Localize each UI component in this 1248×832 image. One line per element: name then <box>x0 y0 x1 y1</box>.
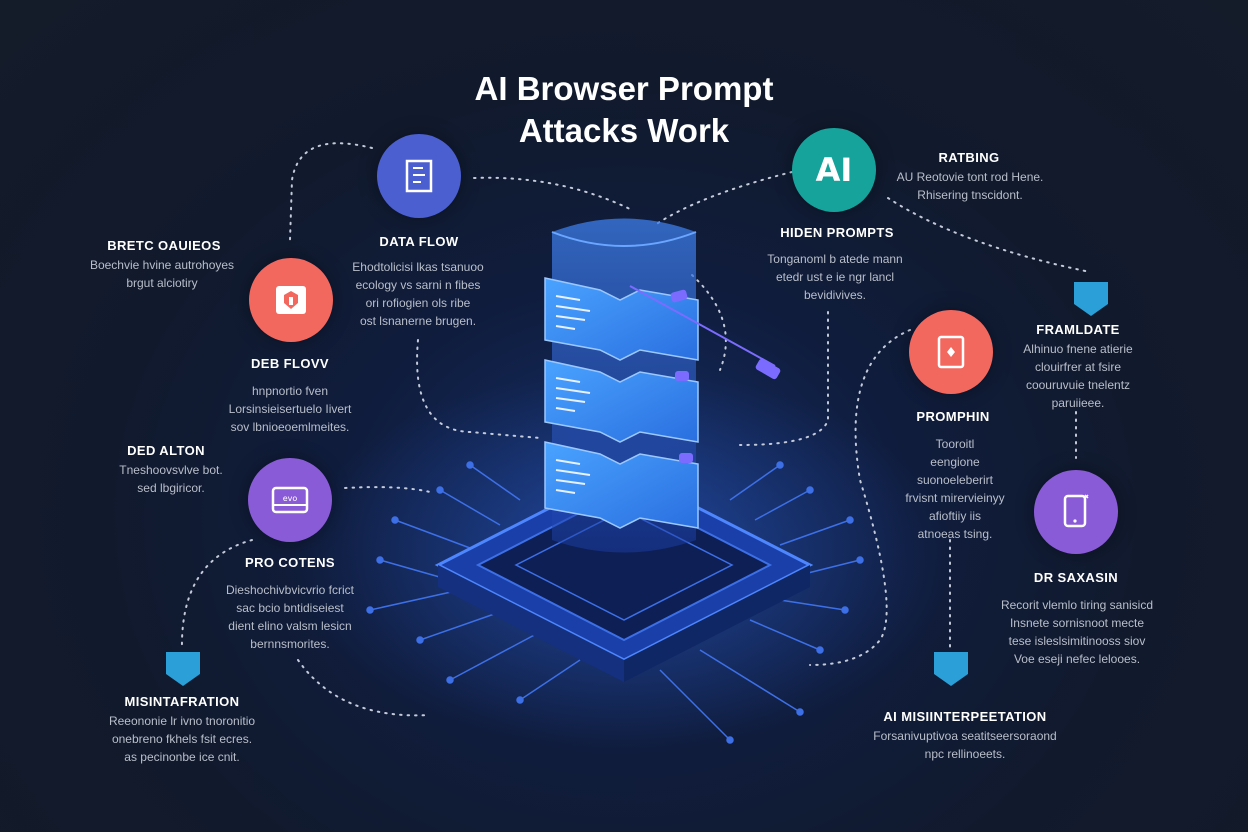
title-line-1: AI Browser Prompt <box>474 70 774 107</box>
pro-cotens-label: PRO COTENS <box>245 555 335 570</box>
description-line: atnoeas tsing. <box>917 527 993 541</box>
rating-desc: AU Reotovie tont rod Hene. Rhisering tnsc… <box>897 168 1044 204</box>
description-line: AU Reotovie tont rod Hene. <box>896 170 1044 184</box>
dotted-connectors <box>180 142 1091 717</box>
description-line: Reeononie lr ivno tnoronitio <box>108 714 256 728</box>
diagram-title: AI Browser Prompt Attacks Work <box>0 68 1248 152</box>
description-line: Voe eseji nefec lelooes. <box>1013 652 1141 666</box>
hidden-prompts-label: HIDEN PROMPTS <box>780 225 894 240</box>
bretc-label: BRETC OAUIEOS <box>107 238 221 253</box>
ded-alton-desc: Tneshoovsvlve bot. sed lbgiricor. <box>119 461 222 497</box>
description-line: ost lsnanerne brugen. <box>359 314 477 328</box>
description-line: paruiieee. <box>1051 396 1105 410</box>
description-line: bernnsmorites. <box>250 637 330 651</box>
promphin-label: PROMPHIN <box>916 409 990 424</box>
shield-icon <box>276 286 306 314</box>
description-line: npc rellinoeets. <box>924 747 1006 761</box>
promphin-desc: Tooroitl eengione suonoeleberirt frvisnt m… <box>905 435 1004 543</box>
description-line: sed lbgiricor. <box>137 481 205 495</box>
description-line: suonoeleberirt <box>916 473 994 487</box>
ai-misinterpretation-desc: Forsanivuptivoa seatitseersoraond npc rel… <box>873 727 1056 763</box>
hidden-prompts-node[interactable]: AI <box>792 128 876 212</box>
dr-saxasin-node[interactable] <box>1034 470 1118 554</box>
data-cards <box>544 277 781 529</box>
description-line: frvisnt mirervieinyy <box>905 491 1005 505</box>
description-line: sov lbnioeoemlmeites. <box>230 420 350 434</box>
framldate-desc: Alhinuo fnene atierie clouirfrer at fsire… <box>1023 340 1132 412</box>
description-line: Rhisering tnscidont. <box>917 188 1023 202</box>
description-line: Tooroitl <box>935 437 975 451</box>
description-line: Recorit vlemlo tiring sanisicd <box>1000 598 1154 612</box>
data-flow-label: DATA FLOW <box>379 234 459 249</box>
framldate-label: FRAMLDATE <box>1036 322 1120 337</box>
title-line-2: Attacks Work <box>518 112 730 149</box>
description-line: Tneshoovsvlve bot. <box>119 463 223 477</box>
shield-marker-icon <box>1074 282 1108 316</box>
shield-marker-icon <box>934 652 968 686</box>
pro-cotens-desc: Dieshochivbvicvrio fcrict sac bcio bntidi… <box>226 581 354 653</box>
description-line: as pecinonbe ice cnit. <box>124 750 240 764</box>
description-line: eengione <box>930 455 980 469</box>
description-line: ori rofiogien ols ribe <box>365 296 471 310</box>
description-line: onebreno fkhels fsit ecres. <box>111 732 253 746</box>
description-line: hnpnortio fven <box>251 384 329 398</box>
ded-alton-label: DED ALTON <box>127 443 205 458</box>
deb-flow-label: DEB FLOVV <box>251 356 329 371</box>
document-icon <box>405 159 433 193</box>
description-line: Tonganoml b atede mann <box>767 252 903 266</box>
hidden-prompts-desc: Tonganoml b atede mann etedr ust e ie ngr… <box>767 250 902 304</box>
description-line: Boechvie hvine autrohoyes <box>89 258 235 272</box>
description-line: brgut alciotiry <box>126 276 198 290</box>
ai-misinterpretation-label: AI MISIINTERPEETATION <box>883 709 1047 724</box>
description-line: tese isleslsimitinooss siov <box>1008 634 1146 648</box>
rating-label: RATBING <box>938 150 1000 165</box>
browser-window-icon: evo <box>271 486 309 514</box>
circuit-traces <box>366 461 864 744</box>
description-line: clouirfrer at fsire <box>1034 360 1122 374</box>
shield-marker-icon <box>166 652 200 686</box>
misintafration-label: MISINTAFRATION <box>124 694 240 709</box>
pro-cotens-node[interactable]: evo <box>248 458 332 542</box>
description-line: Forsanivuptivoa seatitseersoraond <box>873 729 1057 743</box>
description-line: Lorsinsieisertuelo Iivert <box>228 402 352 416</box>
data-flow-desc: Ehodtolicisi lkas tsanuoo ecology vs sarn… <box>352 258 483 330</box>
file-alert-icon <box>937 335 965 369</box>
description-line: etedr ust e ie ngr lancl <box>775 270 895 284</box>
description-line: Ehodtolicisi lkas tsanuoo <box>352 260 484 274</box>
description-line: afioftiiy iis <box>928 509 982 523</box>
tablet-icon <box>1063 494 1089 528</box>
description-line: ecology vs sarni n fibes <box>355 278 481 292</box>
promphin-node[interactable] <box>909 310 993 394</box>
data-flow-node[interactable] <box>377 134 461 218</box>
description-line: Dieshochivbvicvrio fcrict <box>225 583 355 597</box>
deb-flow-node[interactable] <box>249 258 333 342</box>
ai-text-icon: AI <box>815 151 853 189</box>
description-line: sac bcio bntidiseiest <box>236 601 344 615</box>
description-line: Alhinuo fnene atierie <box>1023 342 1133 356</box>
misintafration-desc: Reeononie lr ivno tnoronitio onebreno fkh… <box>109 712 255 766</box>
description-line: coouruvuie tnelentz <box>1025 378 1131 392</box>
dr-saxasin-label: DR SAXASIN <box>1033 570 1119 585</box>
svg-text:evo: evo <box>283 494 298 503</box>
description-line: dient elino valsm lesicn <box>228 619 352 633</box>
description-line: Insnete sornisnoot mecte <box>1009 616 1145 630</box>
bretc-desc: Boechvie hvine autrohoyes brgut alciotiry <box>90 256 234 292</box>
description-line: bevidivives. <box>803 288 867 302</box>
